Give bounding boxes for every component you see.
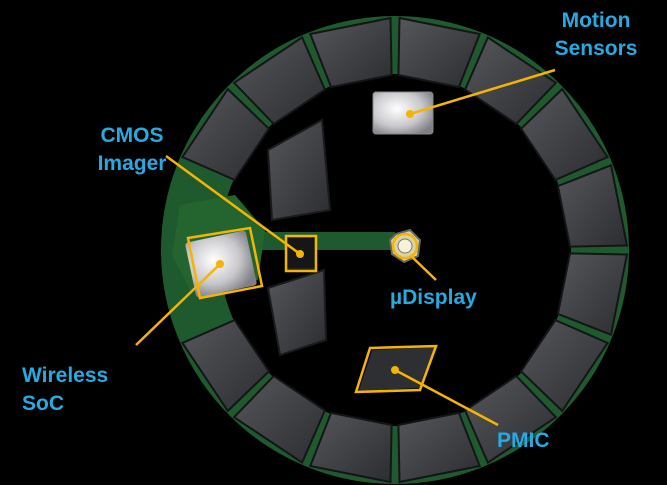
udisplay-center <box>397 238 413 254</box>
callout-dot <box>406 110 414 118</box>
inner-block <box>266 118 332 222</box>
callouts <box>135 68 556 427</box>
ring-block <box>232 374 327 465</box>
wireless-callout-box <box>186 226 264 300</box>
cmos-callout-line <box>165 154 301 256</box>
udisplay-callout-ring <box>391 232 419 260</box>
ring-block <box>180 87 271 182</box>
label-pmic: PMIC <box>497 429 550 452</box>
ring-block <box>180 318 271 413</box>
label-wireless-line2: SoC <box>22 392 64 415</box>
label-cmos-line2: Imager <box>97 152 167 175</box>
ring-block <box>308 411 393 484</box>
ring-block <box>556 252 629 337</box>
ring-block <box>232 35 327 126</box>
pmic-callout-line <box>394 368 499 427</box>
ring-block <box>556 163 629 248</box>
label-motion-sensors: Motion Sensors <box>551 7 641 63</box>
ring-block <box>463 374 558 465</box>
ring-block <box>519 87 610 182</box>
callout-dots <box>216 110 414 374</box>
ring-block <box>519 318 610 413</box>
pmic-callout-box <box>354 344 438 394</box>
ring-block <box>463 35 558 126</box>
cmos-callout-box <box>284 234 318 273</box>
label-cmos-line1: CMOS <box>100 124 164 147</box>
ring-blocks <box>180 16 629 484</box>
motion-sensor-chip <box>372 91 434 135</box>
callout-dot <box>296 250 304 258</box>
ring-block <box>308 16 393 89</box>
ring-block <box>397 16 482 89</box>
label-udisplay: µDisplay <box>390 286 477 309</box>
ring-block <box>397 411 482 484</box>
inner-block <box>266 268 328 357</box>
label-cmos-imager: CMOS Imager <box>82 122 182 178</box>
label-motion-line2: Sensors <box>554 37 638 60</box>
callout-dot <box>391 366 399 374</box>
label-wireless-line1: Wireless <box>22 364 109 387</box>
callout-dot <box>216 260 224 268</box>
motion-callout-line <box>409 68 556 116</box>
label-motion-line1: Motion <box>561 9 631 32</box>
wireless-callout-line <box>135 263 221 346</box>
label-wireless-soc: Wireless SoC <box>22 362 108 418</box>
udisplay-callout-line <box>409 254 437 281</box>
